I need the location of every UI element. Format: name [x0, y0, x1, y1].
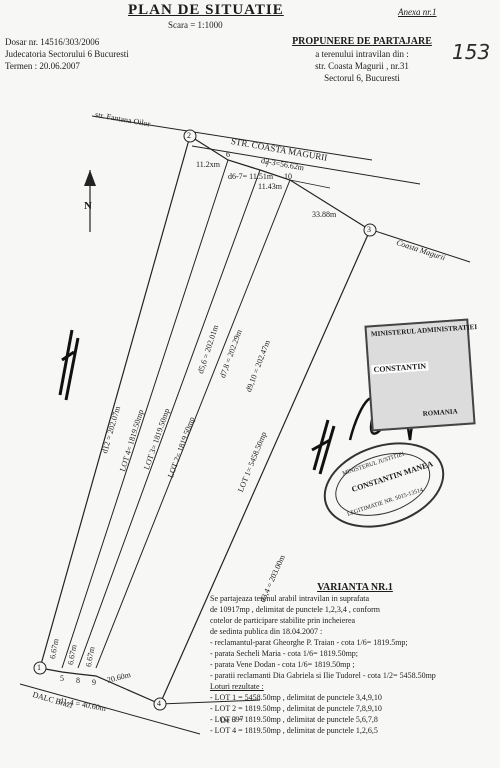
point-label: 2	[187, 131, 191, 140]
dossier-number: Dosar nr. 14516/303/2006	[5, 37, 100, 47]
stamp-text: MINISTERUL ADMINISTRATIEI	[370, 322, 478, 339]
point-label: 1	[37, 663, 41, 672]
stamp-text: CONSTANTIN	[371, 361, 429, 375]
proposal-line: Sectorul 6, Bucuresti	[324, 73, 400, 83]
point-label: 9	[92, 678, 96, 687]
right-street-line	[371, 229, 471, 263]
lot-line-d910	[95, 179, 291, 669]
hatch-mark-icon	[311, 419, 336, 475]
variant-title: VARIANTA NR.1	[317, 582, 393, 593]
lot-line-d56	[61, 159, 229, 669]
point-label: 4	[157, 699, 161, 708]
proposal-block: PROPUNERE DE PARTAJARE a terenului intra…	[272, 36, 452, 84]
proposal-title: PROPUNERE DE PARTAJARE	[292, 36, 432, 47]
deadline-date: Termen : 20.06.2007	[5, 61, 80, 71]
point-marker	[183, 129, 197, 143]
bottom-boundary	[39, 667, 161, 705]
handwritten-page-number: 153	[452, 40, 491, 64]
lot-result: - LOT 1 = 5458.50mp , delimitat de punct…	[210, 693, 382, 702]
stamp-text: ROMANIA	[422, 407, 458, 418]
point-marker	[33, 661, 47, 675]
page-title: PLAN DE SITUATIE	[128, 2, 284, 18]
official-stamp: MINISTERUL ADMINISTRATIEI CONSTANTIN ROM…	[364, 318, 478, 432]
scale-label: Scara = 1:1000	[168, 20, 223, 30]
proposal-line: str. Coasta Magurii , nr.31	[315, 61, 409, 71]
variant-paragraph: de 10917mp , delimitat de punctele 1,2,3…	[210, 605, 380, 614]
point-label: 10	[284, 172, 292, 181]
point-label: 5	[60, 674, 64, 683]
dimension-label: d6-7= 11.51m	[228, 172, 274, 181]
boundary-tick	[289, 179, 331, 189]
share-item: - parata Secheli Maria - cota 1/6= 1819.…	[210, 649, 359, 658]
lot-result: - LOT 4 = 1819.50mp , delimitat de punct…	[210, 726, 378, 735]
lot-line-d34	[159, 229, 371, 705]
lot-result: - LOT 2 = 1819.50mp , delimitat de punct…	[210, 704, 382, 713]
hatch-mark-icon	[58, 329, 80, 401]
street-edge-line	[91, 115, 373, 161]
north-arrow-head-icon	[84, 170, 96, 186]
proposal-line: a terenului intravilan din :	[315, 49, 409, 59]
lot-line-d78	[77, 169, 261, 669]
dimension-label: 33.88m	[312, 210, 337, 219]
share-item: - reclamantul-parat Gheorghe P. Traian -…	[210, 638, 408, 647]
results-heading: Loturi rezultate :	[210, 682, 264, 691]
share-item: - paratii reclamanti Dia Gabriela si Ili…	[210, 671, 436, 680]
point-label: 8	[76, 676, 80, 685]
point-marker	[363, 223, 377, 237]
variant-paragraph: cotelor de participare stabilite prin in…	[210, 616, 356, 625]
point-label: 6	[226, 150, 230, 159]
annex-label: Anexa nr.1	[398, 7, 437, 17]
dimension-label: 11.2xm	[196, 160, 220, 169]
point-label: 3	[367, 225, 371, 234]
case-info: Dosar nr. 14516/303/2006 Judecatoria Sec…	[5, 36, 129, 72]
street-edge-line	[191, 145, 421, 185]
variant-paragraph: Se partajeaza terenul arabil intravilan …	[210, 594, 370, 603]
bottom-street-line	[159, 699, 261, 705]
lot-line-d12	[39, 135, 191, 669]
lot-result: - LOT 3 = 1819.50mp , delimitat de punct…	[210, 715, 378, 724]
court-name: Judecatoria Sectorului 6 Bucuresti	[5, 49, 129, 59]
share-item: - parata Vene Dodan - cota 1/6= 1819.50m…	[210, 660, 355, 669]
variant-description: VARIANTA NR.1 Se partajeaza terenul arab…	[210, 582, 500, 736]
north-label: N	[84, 200, 92, 212]
bottom-street-line	[19, 683, 201, 735]
point-label: 7	[265, 160, 269, 169]
dimension-label: 11.43m	[258, 182, 282, 191]
variant-paragraph: de sedinta publica din 18.04.2007 :	[210, 627, 323, 636]
point-marker	[153, 697, 167, 711]
